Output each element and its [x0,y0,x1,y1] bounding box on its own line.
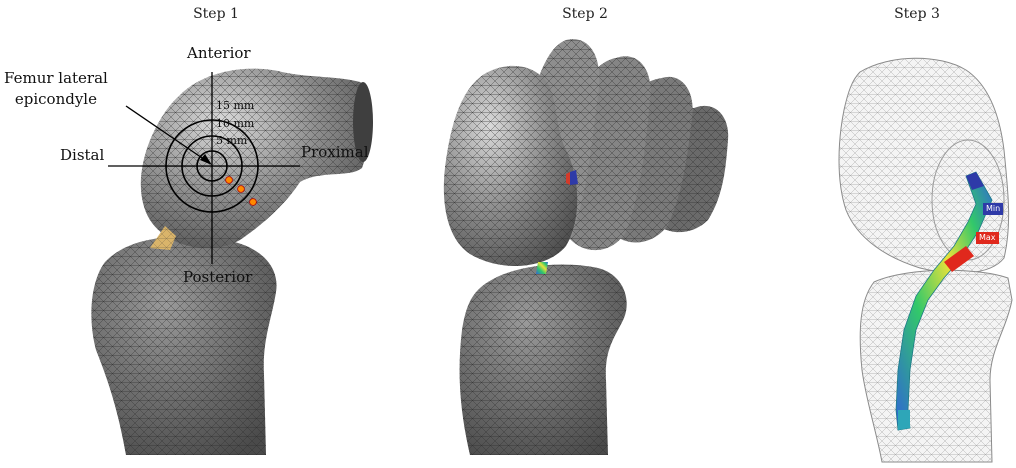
ring-15mm-label: 15 mm [216,99,254,112]
attachment-marker-edge [566,172,570,185]
step3-title: Step 3 [857,6,977,22]
ring-10mm-label: 10 mm [216,117,254,130]
distal-label: Distal [60,146,104,164]
posterior-label: Posterior [183,268,252,286]
max-tag: Max [976,232,999,244]
step3-bone-wireframe [839,58,1012,462]
step1-title: Step 1 [156,6,276,22]
femur-epicondyle-label: Femur lateral epicondyle [4,68,108,110]
step2-panel [444,39,728,455]
attachment-point [250,199,257,206]
graft-fragment [536,262,548,274]
min-tag: Min [983,203,1003,215]
proximal-label: Proximal [301,143,369,161]
anterior-label: Anterior [187,44,251,62]
attachment-point [238,186,245,193]
step2-title: Step 2 [525,6,645,22]
step2-tibia [460,265,627,455]
step3-panel [839,58,1012,462]
attachment-point [226,177,233,184]
ring-5mm-label: 5 mm [216,134,247,147]
